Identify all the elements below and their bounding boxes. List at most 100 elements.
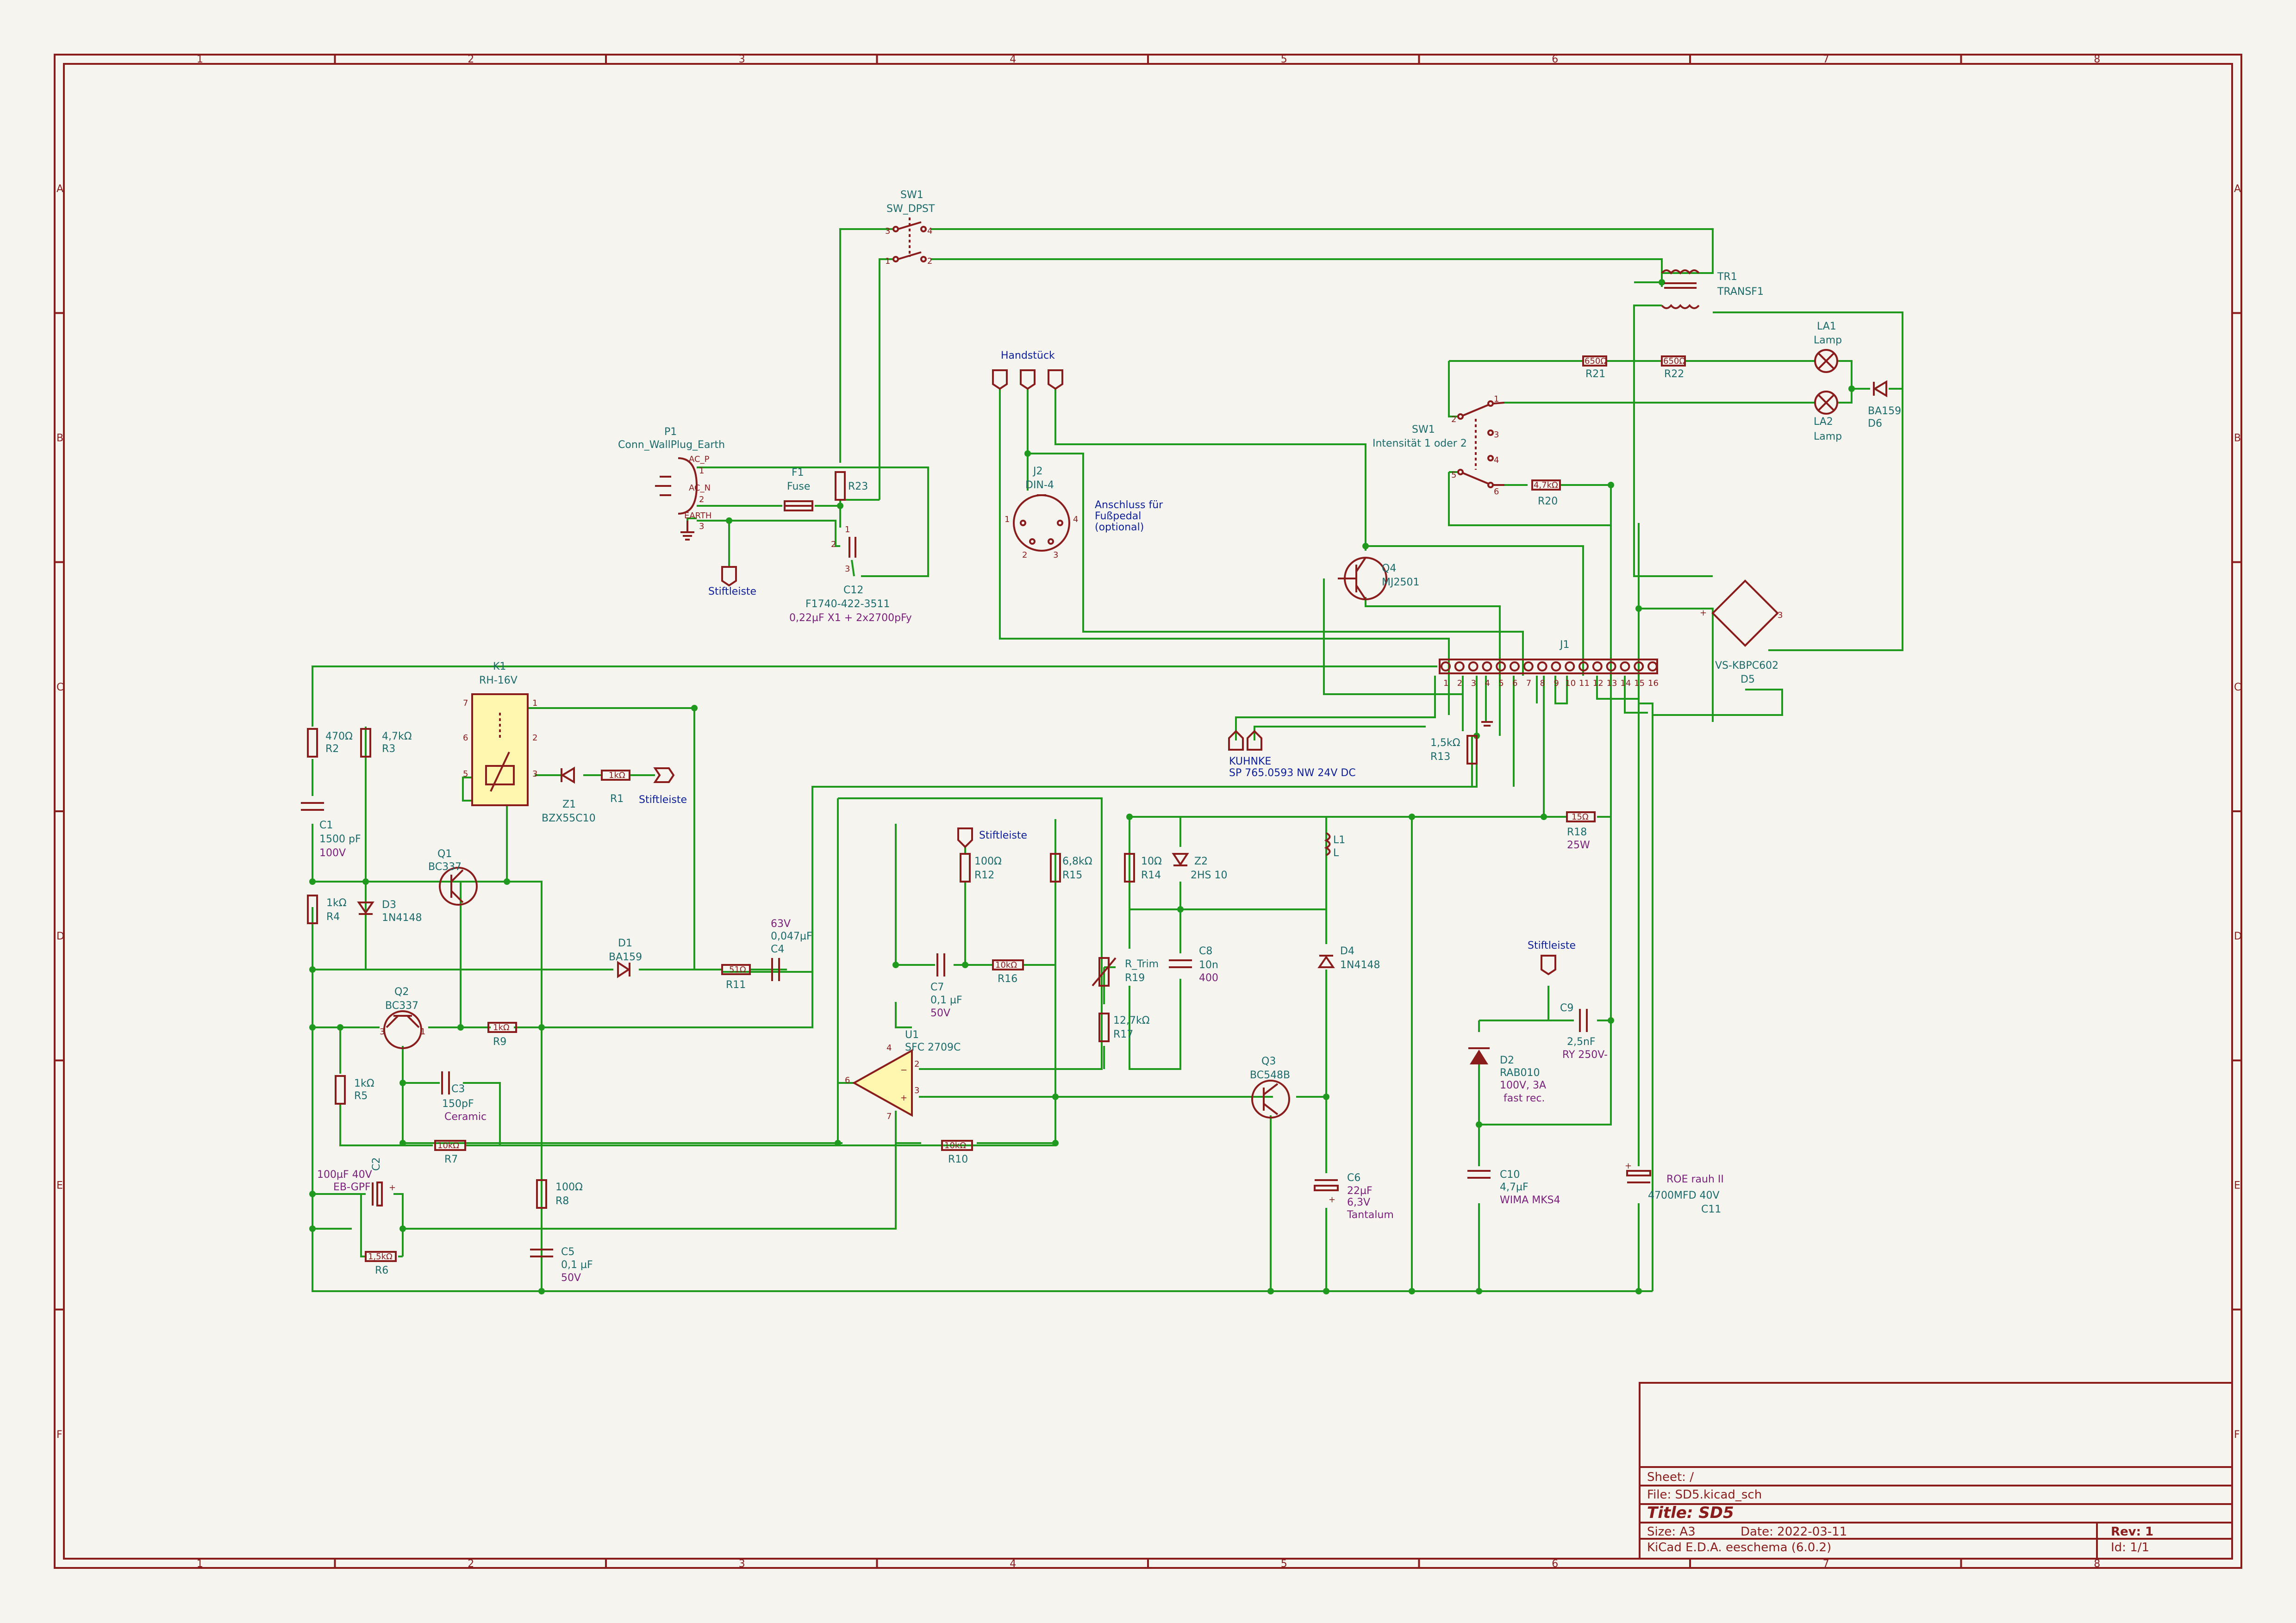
- c3-note: Ceramic: [444, 1111, 487, 1123]
- r5-ref: R5: [354, 1090, 368, 1102]
- stiftleiste-c9-label: Stiftleiste: [1528, 940, 1576, 951]
- c4-value: 0,047µF: [771, 931, 812, 942]
- j2-value: DIN-4: [1025, 479, 1054, 491]
- stiftleiste-p1-label: Stiftleiste: [708, 586, 756, 597]
- f1-fuse: F1 Fuse: [784, 467, 813, 511]
- j1-pin-label-15: 15: [1634, 678, 1645, 688]
- drawing-frame: [54, 54, 2242, 1569]
- sw1a-value: SW_DPST: [886, 203, 935, 215]
- r4-ref: R4: [326, 911, 340, 923]
- j1-pin-label-12: 12: [1593, 678, 1603, 688]
- r9-value-inline: 1kΩ: [493, 1023, 510, 1032]
- r12-value: 100Ω: [974, 856, 1002, 867]
- c6-capacitor: + C6 22µF 6,3V Tantalum: [1314, 1172, 1394, 1221]
- p1-pin-3: 3: [699, 522, 704, 531]
- j1-terminal-5: [1496, 661, 1506, 672]
- d2-note2: fast rec.: [1504, 1093, 1545, 1104]
- sw1b-pin-2: 2: [1451, 415, 1456, 424]
- r8-resistor: 100Ω R8: [536, 1179, 583, 1209]
- row-label-A-right: A: [2234, 183, 2241, 195]
- u1-pin-2: 2: [914, 1059, 919, 1069]
- stiftleiste-p1-connector: Stiftleiste: [708, 566, 756, 597]
- u1-opamp: − + 6 2 3 4 7 U1 SFC 2709C: [845, 1029, 961, 1121]
- r18-value-inline: 15Ω: [1572, 812, 1589, 822]
- c6-note2: Tantalum: [1347, 1209, 1394, 1221]
- d5-ref: D5: [1741, 674, 1755, 685]
- q1-ref: Q1: [437, 848, 452, 860]
- d2-diode: D2 RAB010 100V, 3A fast rec.: [1468, 1047, 1546, 1104]
- r21-ref: R21: [1585, 368, 1605, 380]
- q1-transistor: Q1 BC337: [428, 848, 478, 906]
- z1-zener: Z1 BZX55C10: [542, 766, 596, 824]
- f1-ref: F1: [792, 467, 804, 479]
- r18-ref: R18: [1567, 827, 1587, 838]
- sw1b-pin-1: 1: [1494, 394, 1499, 404]
- j2-pin-2: 2: [1022, 550, 1027, 560]
- c11-note: ROE rauh II: [1666, 1174, 1724, 1185]
- d1-ref: D1: [618, 938, 632, 949]
- j1-pin-label-2: 2: [1457, 678, 1462, 688]
- q2-value: BC337: [385, 1000, 418, 1012]
- j1-pin-label-10: 10: [1565, 678, 1576, 688]
- col-label-3-top: 3: [739, 54, 745, 65]
- u1-pin-7: 7: [886, 1112, 892, 1121]
- z1-value: BZX55C10: [542, 813, 596, 824]
- r3-ref: R3: [382, 743, 395, 755]
- sw1a-pin-3: 3: [885, 226, 890, 236]
- col-label-5-bottom: 5: [1281, 1558, 1287, 1570]
- r2-ref: R2: [325, 743, 339, 755]
- j1-pin-label-4: 4: [1485, 678, 1490, 688]
- c7-value: 0,1 µF: [930, 995, 962, 1006]
- d5-value: VS-KBPC602: [1715, 660, 1778, 672]
- r23-ref: R23: [848, 481, 868, 492]
- c7-ref: C7: [930, 982, 944, 993]
- c7-capacitor: C7 0,1 µF 50V: [930, 953, 962, 1019]
- j1-pin-label-6: 6: [1512, 678, 1517, 688]
- r7-resistor: 10kΩ R7: [434, 1140, 466, 1165]
- k1-pin-6: 6: [463, 733, 468, 743]
- c2-ref: C2: [371, 1157, 382, 1171]
- q4-ref: Q4: [1382, 563, 1396, 574]
- j1-ref: J1: [1559, 639, 1570, 651]
- r15-resistor: 6,8kΩ R15: [1050, 853, 1092, 883]
- col-label-8-bottom: 8: [2094, 1558, 2100, 1570]
- col-label-5-top: 5: [1281, 54, 1287, 65]
- c8-value: 10n: [1199, 959, 1218, 971]
- d5-plus: +: [1700, 608, 1707, 618]
- row-label-D-left: D: [56, 931, 64, 942]
- row-label-E-left: E: [56, 1180, 63, 1192]
- q2-ref: Q2: [394, 986, 409, 998]
- handstueck-label: Handstück: [1001, 350, 1055, 361]
- r9-resistor: 1kΩ R9: [487, 1022, 517, 1048]
- c3-value: 150pF: [442, 1098, 474, 1110]
- kuhnke-value: SP 765.0593 NW 24V DC: [1229, 767, 1356, 779]
- c11-value: 4700MFD 40V: [1648, 1190, 1720, 1201]
- j1-terminal-6: [1510, 661, 1520, 672]
- col-label-2-bottom: 2: [468, 1558, 474, 1570]
- k1-relay: 7 1 6 2 5 3 K1 RH-16V: [463, 661, 537, 806]
- l1-value: L: [1333, 847, 1339, 859]
- tr1-ref: TR1: [1717, 271, 1737, 283]
- q2-pin-1: 1: [420, 1027, 425, 1037]
- r6-ref: R6: [375, 1265, 388, 1276]
- d2-value: RAB010: [1500, 1067, 1540, 1079]
- r16-value-inline: 10kΩ: [995, 960, 1017, 970]
- c5-value: 0,1 µF: [561, 1259, 593, 1271]
- j1-pin-label-3: 3: [1471, 678, 1476, 688]
- c3-ref: C3: [451, 1083, 465, 1095]
- d3-ref: D3: [382, 899, 396, 911]
- j2-ref: J2: [1032, 466, 1043, 477]
- sw1b-value: Intensität 1 oder 2: [1373, 438, 1467, 449]
- row-label-C-left: C: [56, 682, 63, 693]
- c4-capacitor: 63V 0,047µF C4: [771, 918, 812, 981]
- d1-value: BA159: [609, 951, 642, 963]
- row-label-F-left: F: [56, 1429, 62, 1441]
- r3-value: 4,7kΩ: [382, 731, 412, 742]
- c2-value: 100µF 40V: [317, 1169, 372, 1181]
- c9-value: 2,5nF: [1567, 1036, 1596, 1048]
- p1-pin-earth: EARTH: [684, 511, 711, 521]
- tb-rev: Rev: 1: [2111, 1525, 2153, 1539]
- r4-resistor: 1kΩ R4: [307, 895, 347, 924]
- q2-transistor: 3 1 Q2 BC337: [380, 986, 425, 1049]
